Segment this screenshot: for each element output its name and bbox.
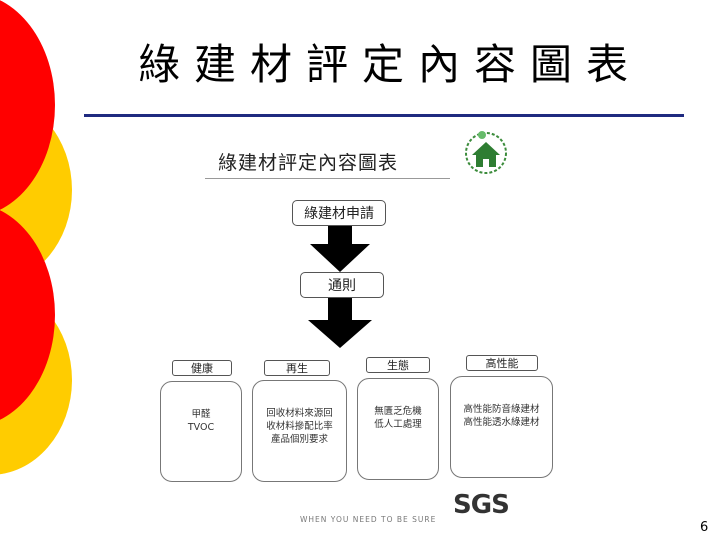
green-building-logo-icon — [465, 131, 507, 174]
title-underline — [84, 114, 684, 117]
panel-health: 甲醛 TVOC — [160, 381, 242, 482]
apply-label: 綠建材申請 — [304, 206, 374, 222]
general-label: 通則 — [328, 278, 356, 294]
sgs-logo: SGS — [453, 490, 510, 520]
figure-title: 綠建材評定內容圖表 — [218, 152, 399, 174]
category-label-health: 健康 — [172, 360, 232, 376]
sgs-slogan: WHEN YOU NEED TO BE SURE — [300, 515, 437, 524]
left-decoration — [0, 0, 72, 475]
figure-title-underline — [205, 178, 450, 179]
category-label-ecology: 生態 — [366, 357, 430, 373]
down-arrow-icon — [308, 298, 372, 348]
category-label-performance: 高性能 — [466, 355, 538, 371]
down-arrow-icon — [310, 226, 370, 272]
slide-title: 綠建材評定內容圖表 — [137, 40, 642, 89]
general-box: 通則 — [300, 272, 384, 298]
deco-red-top — [0, 0, 55, 210]
panel-ecology: 無匱乏危機 低人工處理 — [357, 378, 439, 480]
category-label-recycle: 再生 — [264, 360, 330, 376]
deco-red-bottom — [0, 210, 55, 420]
page-number: 6 — [700, 520, 709, 535]
panel-recycle: 回收材料來源回 收材料摻配比率 產品個別要求 — [252, 380, 347, 482]
apply-box: 綠建材申請 — [292, 200, 386, 226]
panel-performance: 高性能防音綠建材 高性能透水綠建材 — [450, 376, 553, 478]
